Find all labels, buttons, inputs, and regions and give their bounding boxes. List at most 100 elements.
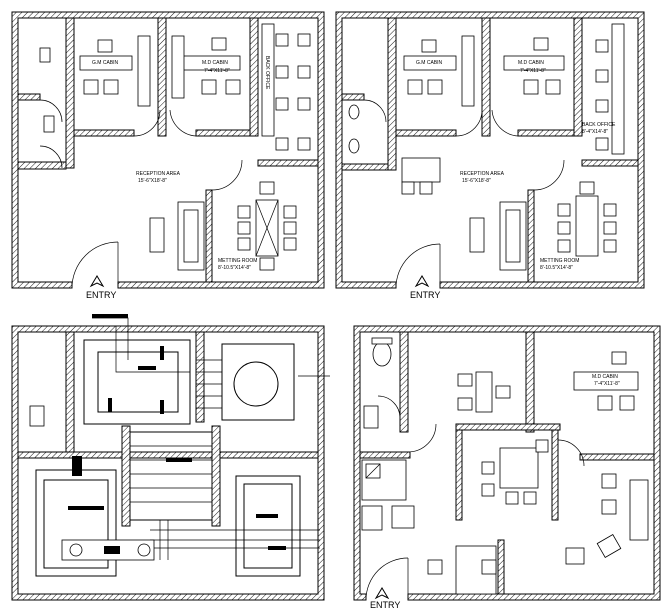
chair (565, 547, 585, 565)
interior-wall (341, 163, 389, 171)
reception-size-label: 15'-6"X18'-8" (138, 178, 167, 184)
floor-plan-3 (11, 314, 330, 601)
electrical-symbol (92, 314, 128, 318)
back-office-label: BACK OFFICE (264, 56, 270, 90)
chair (103, 79, 119, 95)
chair (297, 137, 311, 151)
chair (505, 491, 519, 505)
door-arc (133, 109, 161, 137)
meeting-room-label: METTING ROOM (540, 258, 579, 264)
cabinet (361, 505, 383, 531)
chair (401, 181, 415, 195)
entry-label: ENTRY (370, 600, 400, 608)
chair (545, 79, 561, 95)
interior-wall (195, 331, 205, 423)
cabinet (137, 35, 151, 107)
interior-wall (65, 17, 75, 169)
meeting-table (575, 195, 599, 257)
washbasin (29, 405, 45, 427)
interior-wall (517, 129, 575, 137)
electrical-symbol (268, 546, 286, 550)
interior-wall (17, 161, 67, 170)
cabinet (629, 479, 649, 541)
interior-wall (551, 429, 559, 521)
cabinet (391, 505, 415, 529)
desk (503, 55, 565, 71)
entry-door-arc (395, 243, 441, 289)
false-ceiling-inner (43, 479, 109, 569)
fixture (69, 543, 83, 557)
md-cabin-label: M.D CABIN (202, 60, 228, 66)
gm-cabin-label: G.M CABIN (92, 60, 119, 66)
door-arc (533, 159, 565, 191)
chair (275, 97, 289, 111)
chair (481, 461, 495, 475)
interior-wall (573, 17, 583, 137)
interior-wall (249, 17, 259, 137)
chair (611, 351, 627, 365)
interior-wall (399, 331, 409, 433)
floor-plan-1: G.M CABIN M.D CABIN 7'-4"X11'-8" BACK OF… (11, 11, 325, 300)
chair (557, 221, 571, 235)
interior-wall (455, 429, 463, 521)
washbasin (43, 115, 55, 133)
chair (97, 39, 113, 53)
interior-wall (455, 423, 561, 431)
chair (259, 257, 275, 271)
electrical-symbol (72, 456, 82, 476)
electrical-symbol (160, 400, 164, 414)
chair (201, 79, 217, 95)
interior-wall (579, 453, 655, 461)
chair (603, 239, 617, 253)
interior-wall (359, 451, 411, 459)
door-arc (491, 109, 519, 137)
chair (283, 221, 297, 235)
interior-wall (211, 425, 221, 527)
interior-wall (481, 17, 491, 137)
reception-size-label: 15'-6"X18'-8" (462, 178, 491, 184)
chair (495, 385, 511, 399)
desk (79, 55, 133, 71)
chair (595, 137, 609, 151)
entry-door-arc (71, 241, 119, 289)
door-arc (455, 109, 483, 137)
false-ceiling-inner (243, 483, 293, 569)
workstation-table (261, 23, 275, 137)
interior-wall (257, 159, 319, 167)
reception-label: RECEPTION AREA (136, 171, 181, 177)
electrical-symbol (256, 514, 278, 518)
interior-wall (121, 425, 131, 527)
md-cabin-size-label: 7'-4"X11'-8" (520, 68, 546, 74)
sofa-seat (505, 209, 521, 263)
interior-wall (581, 159, 639, 167)
coffee-table (469, 217, 485, 253)
chair (283, 205, 297, 219)
coffee-table (149, 217, 165, 253)
cabinet (461, 35, 475, 107)
false-ceiling (221, 343, 295, 421)
chair (523, 491, 537, 505)
electrical-symbol (108, 398, 112, 412)
desk (573, 371, 639, 391)
washbasin (363, 405, 379, 429)
entry-label: ENTRY (86, 290, 116, 300)
interior-wall (17, 451, 319, 459)
electrical-symbol (68, 506, 104, 510)
chair (557, 203, 571, 217)
chair (481, 483, 495, 497)
interior-wall (525, 331, 535, 433)
chair (579, 181, 595, 195)
door-arc (211, 159, 243, 191)
desk (475, 371, 493, 413)
chair (481, 559, 497, 575)
chair (595, 99, 609, 113)
chair (427, 559, 443, 575)
md-cabin-size-label: 7'-4"X11'-8" (594, 381, 620, 387)
chair (595, 69, 609, 83)
chair (603, 203, 617, 217)
chair (407, 79, 423, 95)
electrical-symbol (160, 346, 164, 360)
chair (457, 397, 473, 411)
meeting-room-size-label: 8'-10.5"X14'-8" (540, 265, 573, 271)
